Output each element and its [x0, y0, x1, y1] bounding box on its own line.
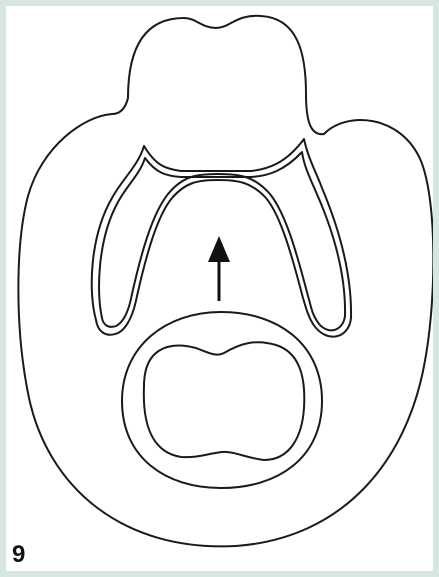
figure-number-label: 9 — [12, 543, 25, 567]
figure-diagram — [6, 6, 433, 571]
inner-tooth-outline — [144, 342, 304, 460]
